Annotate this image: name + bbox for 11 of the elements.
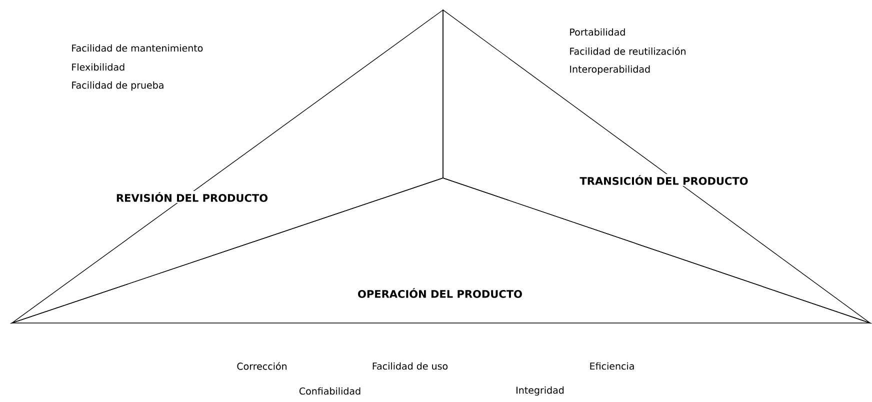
factor-label: Facilidad de reutilización — [570, 47, 686, 55]
factor-label: Facilidad de mantenimiento — [72, 44, 203, 52]
factor-label: Facilidad de prueba — [72, 81, 164, 91]
factor-label: Interoperabilidad — [570, 65, 650, 75]
factor-label: Corrección — [237, 362, 287, 370]
factor-label: Confiabilidad — [300, 387, 360, 395]
factor-label: Facilidad de uso — [372, 362, 448, 370]
factor-label: Flexibilidad — [72, 63, 124, 71]
factor-label: Eficiencia — [590, 362, 634, 370]
factor-label: Integridad — [516, 386, 564, 396]
factor-label: Portabilidad — [570, 28, 625, 36]
